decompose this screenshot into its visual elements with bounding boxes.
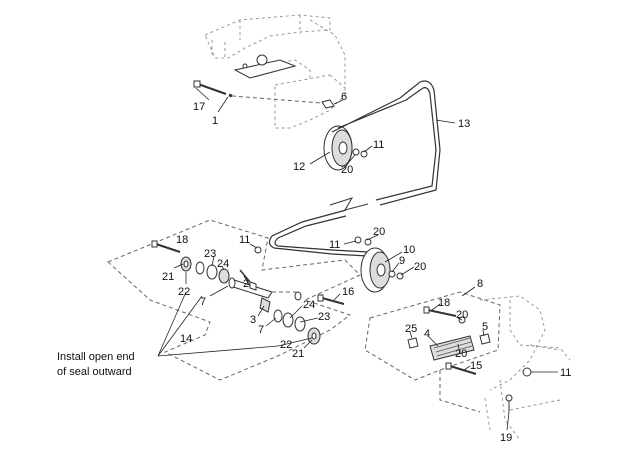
callout-6: 6 — [341, 91, 347, 103]
bolt-17-part — [193, 80, 233, 98]
callout-11: 11 — [239, 234, 250, 246]
callout-24: 24 — [303, 299, 315, 311]
callout-23: 23 — [318, 311, 330, 323]
note-line-1: Install open end — [57, 351, 135, 363]
right-chassis-phantom — [479, 295, 571, 441]
callout-25: 25 — [405, 323, 417, 335]
callout-21: 21 — [292, 348, 304, 360]
callout-14: 14 — [180, 333, 192, 345]
leader-lines — [157, 87, 558, 431]
callout-3: 3 — [250, 314, 256, 326]
tensioner-plate-8-phantom — [364, 291, 501, 413]
belt-13 — [268, 80, 441, 257]
callout-9: 9 — [399, 255, 405, 267]
callout-7: 7 — [258, 324, 264, 336]
callout-22: 22 — [280, 339, 292, 351]
callout-15: 15 — [470, 360, 482, 372]
idler-plate-14-phantom — [107, 219, 361, 381]
callout-8: 8 — [477, 278, 483, 290]
callout-20: 20 — [373, 226, 385, 238]
callout-10: 10 — [403, 244, 415, 256]
callout-21: 21 — [162, 271, 174, 283]
callout-18: 18 — [438, 297, 450, 309]
callout-7: 7 — [200, 296, 206, 308]
callout-13: 13 — [458, 118, 470, 130]
callout-11: 11 — [560, 367, 571, 379]
callout-24: 24 — [217, 258, 229, 270]
callout-20: 20 — [456, 309, 468, 321]
callout-20: 20 — [414, 261, 426, 273]
nut-6-part — [231, 95, 335, 109]
callout-11: 11 — [373, 139, 384, 151]
callout-4: 4 — [424, 328, 430, 340]
callout-20: 20 — [341, 164, 353, 176]
callout-labels: 17 1 6 13 11 12 20 18 11 20 11 10 9 20 2… — [162, 91, 571, 444]
seal-install-note: Install open end of seal outward — [57, 351, 135, 378]
bolt-16-part — [317, 294, 345, 305]
upper-frame-phantom — [204, 14, 346, 129]
callout-22: 22 — [178, 286, 190, 298]
callout-1: 1 — [212, 115, 218, 127]
callout-19: 19 — [500, 432, 512, 444]
nut-11-left — [254, 246, 262, 254]
callout-17: 17 — [193, 101, 205, 113]
callout-16: 16 — [342, 286, 354, 298]
spring-4-assembly — [407, 306, 491, 375]
right-bearing-stack — [273, 309, 321, 345]
upper-pulley-12 — [323, 125, 368, 171]
callout-11: 11 — [329, 239, 340, 251]
callout-20: 20 — [455, 348, 467, 360]
idler-arm-2-3 — [228, 269, 302, 313]
callout-18: 18 — [176, 234, 188, 246]
note-line-2: of seal outward — [57, 366, 132, 378]
callout-2: 2 — [243, 278, 249, 290]
lower-pulley-10 — [354, 236, 404, 293]
callout-5: 5 — [482, 321, 488, 333]
left-bearing-stack — [151, 240, 230, 284]
callout-23: 23 — [204, 248, 216, 260]
callout-12: 12 — [293, 161, 305, 173]
